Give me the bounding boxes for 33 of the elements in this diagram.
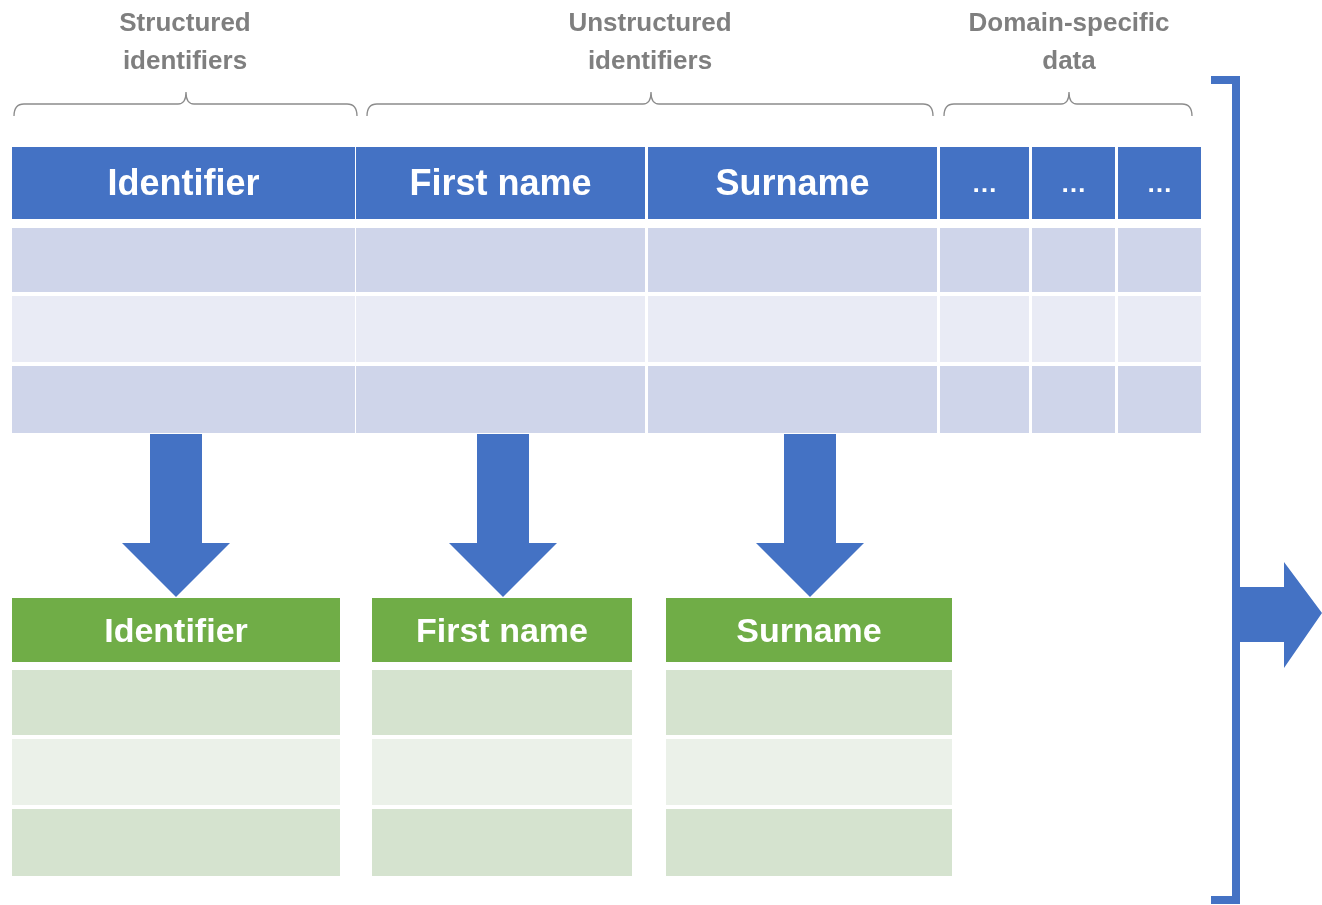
table-cell xyxy=(12,228,355,292)
table-cell xyxy=(372,809,632,876)
arrow xyxy=(756,434,864,597)
table-cell xyxy=(1118,228,1201,292)
table-cell xyxy=(1118,366,1201,433)
table-cell xyxy=(1032,228,1115,292)
group-label: Domain-specific data xyxy=(967,6,1171,77)
column-header: … xyxy=(940,147,1029,219)
table-cell xyxy=(356,228,645,292)
table-cell xyxy=(648,366,937,433)
table-cell xyxy=(356,366,645,433)
table-cell xyxy=(12,809,340,876)
arrow xyxy=(122,434,230,597)
column-header: Surname xyxy=(648,147,937,219)
table-cell xyxy=(372,670,632,735)
table-cell xyxy=(648,228,937,292)
column-header: … xyxy=(1118,147,1201,219)
column-header: Identifier xyxy=(12,598,340,662)
table-cell xyxy=(1032,366,1115,433)
column-header: First name xyxy=(356,147,645,219)
table-cell xyxy=(666,670,952,735)
table-cell xyxy=(666,809,952,876)
table-cell xyxy=(940,366,1029,433)
group-label: Unstructured identifiers xyxy=(567,6,733,77)
table-cell xyxy=(940,228,1029,292)
table-cell xyxy=(12,670,340,735)
column-header: First name xyxy=(372,598,632,662)
column-header: Identifier xyxy=(12,147,355,219)
column-header: … xyxy=(1032,147,1115,219)
group-label: Structured identifiers xyxy=(118,6,252,77)
column-header: Surname xyxy=(666,598,952,662)
table-cell xyxy=(12,366,355,433)
arrow xyxy=(449,434,557,597)
